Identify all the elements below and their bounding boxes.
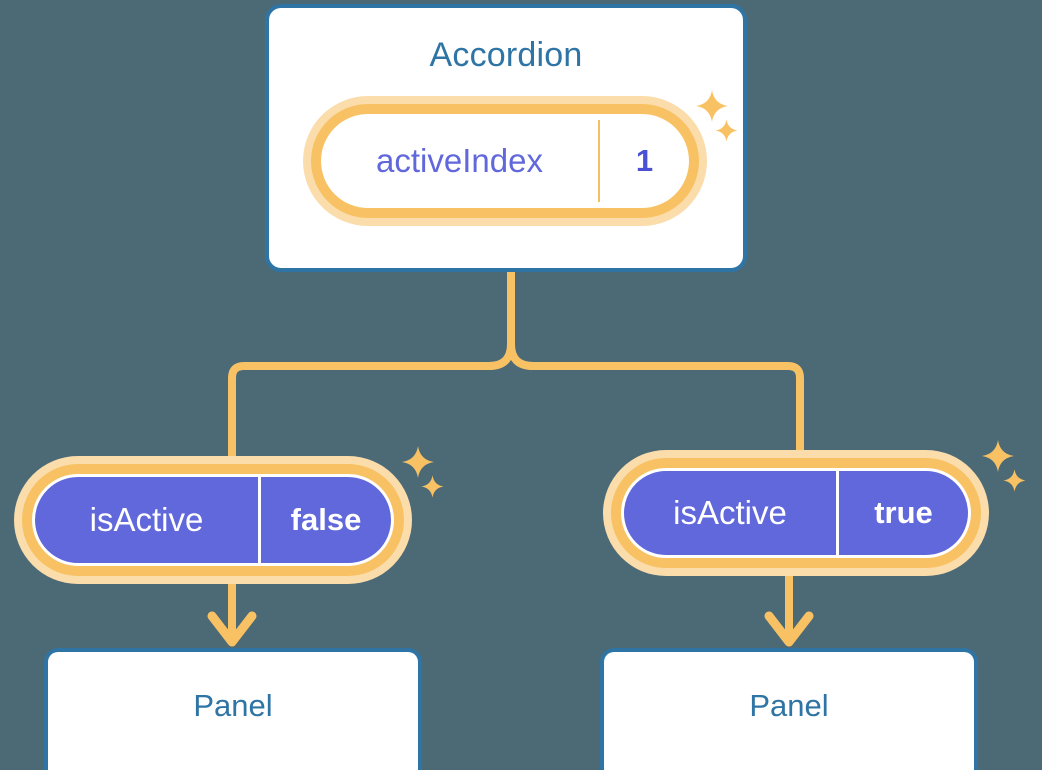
sparkle-icon	[982, 440, 1014, 472]
state-pill-divider	[598, 120, 600, 202]
state-pill-active-index[interactable]: activeIndex 1	[303, 96, 707, 226]
state-pill-body: activeIndex 1	[321, 114, 689, 208]
component-title-accordion: Accordion	[429, 36, 583, 74]
state-pill-is-active-true[interactable]: isActive true	[603, 450, 989, 576]
arrow-head-left-icon	[207, 611, 257, 647]
state-value-label: false	[290, 502, 362, 537]
sparkle-icon	[1003, 469, 1026, 492]
component-title-panel: Panel	[193, 688, 273, 723]
state-pill-body: isActive true	[621, 468, 971, 558]
component-card-panel-left[interactable]: Panel	[44, 648, 422, 770]
component-title-panel: Panel	[749, 688, 829, 723]
component-card-panel-right[interactable]: Panel	[600, 648, 978, 770]
sparkle-icon	[421, 475, 444, 498]
state-pill-divider	[258, 477, 261, 563]
state-key-label: activeIndex	[376, 142, 543, 179]
state-value-label: 1	[635, 143, 654, 178]
sparkle-icon	[715, 119, 738, 142]
state-pill-is-active-false[interactable]: isActive false	[14, 456, 412, 584]
connector-branch-trunk	[507, 267, 804, 456]
arrow-head-right-icon	[764, 611, 814, 647]
state-key-label: isActive	[673, 494, 787, 531]
state-pill-body: isActive false	[32, 474, 394, 566]
state-key-label: isActive	[89, 501, 204, 538]
state-value-label: true	[874, 495, 933, 530]
connector-branch-left	[228, 340, 515, 466]
state-pill-divider	[836, 471, 839, 555]
sparkle-icon	[402, 446, 434, 478]
sparkle-icon	[696, 90, 728, 122]
